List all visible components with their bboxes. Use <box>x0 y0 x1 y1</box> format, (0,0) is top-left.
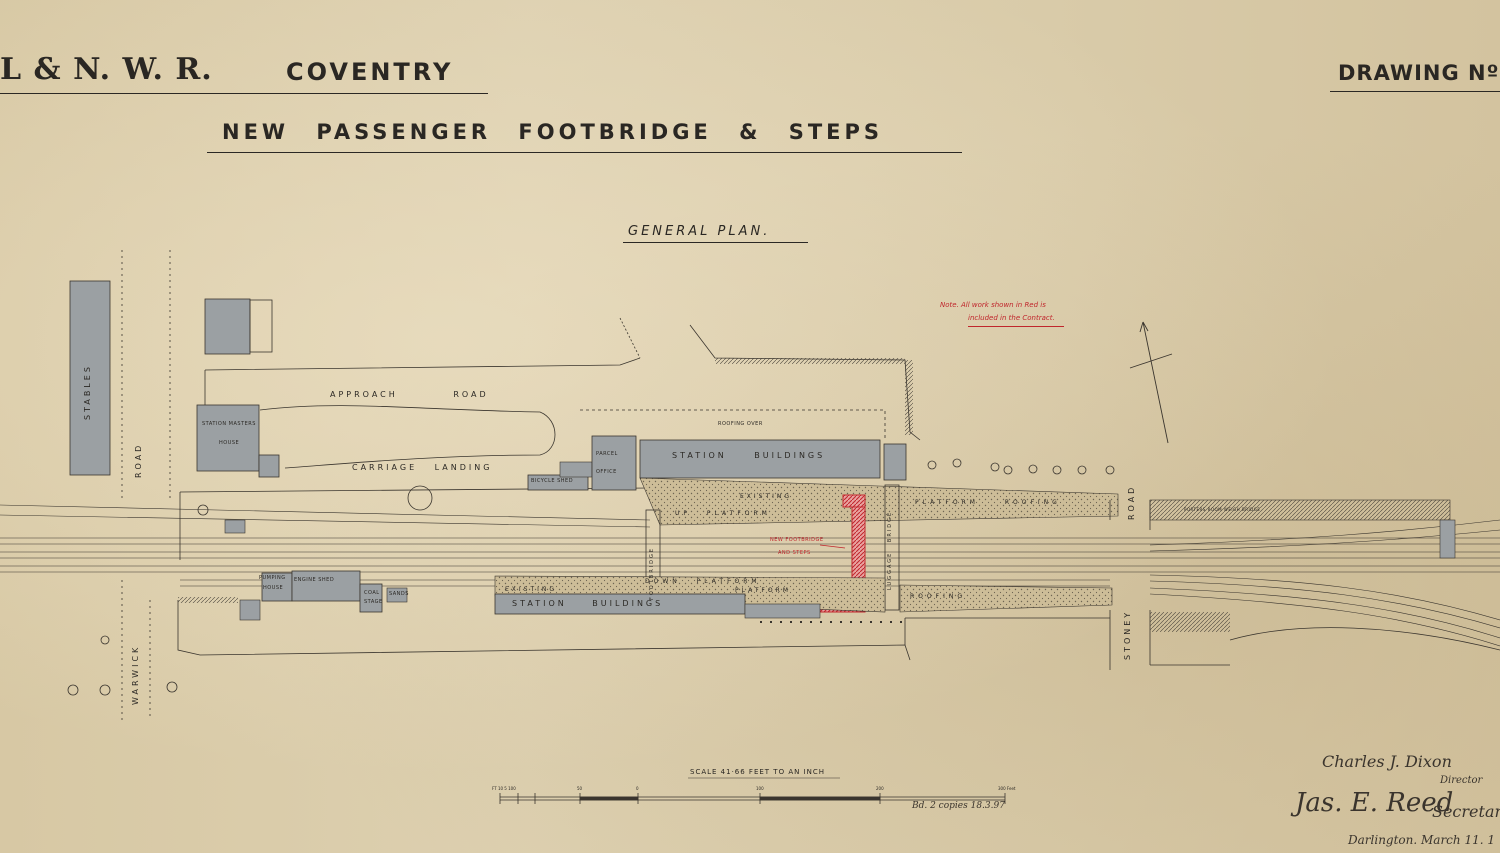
up-station-buildings <box>639 439 881 479</box>
top-left-annex <box>249 299 273 353</box>
drawing-number-label: DRAWING Nº <box>1338 61 1500 85</box>
down-roofing-east <box>899 584 1113 613</box>
approach-road-outline <box>179 317 921 560</box>
new-footbridge-label: NEW FOOTBRIDGE <box>770 537 824 543</box>
roofing-over-label: ROOFING OVER <box>718 421 763 427</box>
approach-road-label: APPROACH ROAD <box>330 390 489 399</box>
bicycle-shed <box>527 474 589 491</box>
right-building <box>1149 499 1451 521</box>
station-title: COVENTRY <box>286 58 454 86</box>
scale-tick-200: 200 <box>876 786 884 791</box>
existing-up-label: EXISTING <box>740 493 793 500</box>
bicycle-shed-label: BICYCLE SHED <box>531 478 574 484</box>
scale-tick-300: 300 Feet <box>998 786 1016 791</box>
up-platform-label: UP PLATFORM <box>675 510 771 517</box>
title-rule <box>207 152 962 153</box>
bicycle-shed-step <box>559 461 593 478</box>
engine-shed-label: ENGINE SHED <box>294 577 335 583</box>
station-masters-house-label: HOUSE <box>219 440 240 446</box>
north-arrow <box>1129 321 1173 444</box>
roofing-down-label: ROOFING <box>910 593 966 600</box>
trees <box>67 458 1115 696</box>
footbridge-label: FOOTBRIDGE <box>649 546 655 600</box>
railway-tracks <box>0 504 1500 647</box>
right-building-label: PORTERS ROOM WEIGH BRIDGE <box>1184 507 1261 512</box>
platform-down-label: PLATFORM <box>735 587 791 594</box>
general-plan-heading: GENERAL PLAN. <box>628 224 771 239</box>
red-note-rule <box>968 326 1064 327</box>
parcel-label: PARCEL <box>596 451 618 457</box>
station-masters-annex <box>258 454 280 478</box>
red-note-line-2: included in the Contract. <box>968 314 1055 322</box>
scale-ft-label: FT 10 5 100 <box>492 786 516 791</box>
secretary-signature: Jas. E. Reed <box>1295 788 1454 818</box>
small-down-building <box>239 599 261 621</box>
scale-tick-50: 50 <box>577 786 583 791</box>
warwick-road <box>121 250 171 720</box>
carriage-landing-label: CARRIAGE LANDING <box>352 463 493 472</box>
stoney-road-upper-label: ROAD <box>1127 484 1136 520</box>
stables-building <box>69 280 111 476</box>
right-building-end <box>1439 519 1456 559</box>
stoney-road-lower-label: STONEY <box>1123 609 1132 660</box>
existing-down-label: EXISTING <box>505 586 558 593</box>
coal-stage-label: STAGE <box>364 599 383 605</box>
right-embankment <box>1150 612 1230 632</box>
scale-bar <box>499 777 1006 804</box>
copies-note: Bd. 2 copies 18.3.97 <box>912 801 1005 811</box>
up-buildings-end <box>883 443 907 481</box>
sands-building <box>386 587 408 603</box>
warwick-road-lower-label: WARWICK <box>131 644 140 705</box>
station-masters-house <box>196 404 260 472</box>
engine-shed <box>291 570 361 602</box>
station-masters-label: STATION MASTERS <box>202 421 256 427</box>
scale-tick-0: 0 <box>636 786 639 791</box>
top-left-building <box>204 298 251 355</box>
secretary-title: Secretary <box>1432 802 1500 821</box>
up-platform-roofing <box>639 477 1119 526</box>
drawing-title: NEW PASSENGER FOOTBRIDGE & STEPS <box>222 120 884 144</box>
down-station-buildings-label: STATION BUILDINGS <box>512 599 664 608</box>
pumping-label: PUMPING <box>259 575 286 581</box>
subtitle-rule <box>623 242 808 243</box>
header-rule <box>0 93 488 94</box>
down-buildings-annex <box>744 603 821 619</box>
pumping-house-label: HOUSE <box>263 585 284 591</box>
scale-tick-100: 100 <box>756 786 764 791</box>
director-signature: Charles J. Dixon <box>1322 752 1452 771</box>
office-label: OFFICE <box>596 469 617 475</box>
new-footbridge-steps-label: AND STEPS <box>778 550 811 556</box>
warwick-road-upper-label: ROAD <box>134 442 143 478</box>
small-up-building <box>224 519 246 534</box>
stables-label: STABLES <box>83 364 92 420</box>
luggage-bridge-label: LUGGAGE BRIDGE <box>887 510 893 590</box>
down-platform-label: DOWN PLATFORM <box>645 578 761 585</box>
parcel-office <box>591 435 637 491</box>
red-note-line-1: Note. All work shown in Red is <box>940 301 1046 309</box>
place-date: Darlington. March 11. 1 <box>1348 833 1495 847</box>
coal-label: COAL <box>364 590 380 596</box>
platform-roofing-up-label: PLATFORM ROOFING <box>915 499 1061 506</box>
top-wall <box>715 358 905 364</box>
luggage-bridge <box>884 484 900 611</box>
down-embankment-left <box>178 597 238 603</box>
boundary-wall <box>905 360 913 435</box>
scale-title: SCALE 41·66 FEET TO AN INCH <box>690 768 826 776</box>
director-title: Director <box>1440 775 1483 786</box>
down-boundary <box>177 600 1110 661</box>
company-title: L & N. W. R. <box>0 52 213 87</box>
sands-label: SANDS <box>389 591 409 597</box>
up-station-buildings-label: STATION BUILDINGS <box>672 451 826 460</box>
drawing-number-rule <box>1330 91 1500 92</box>
coal-stage <box>359 583 383 613</box>
